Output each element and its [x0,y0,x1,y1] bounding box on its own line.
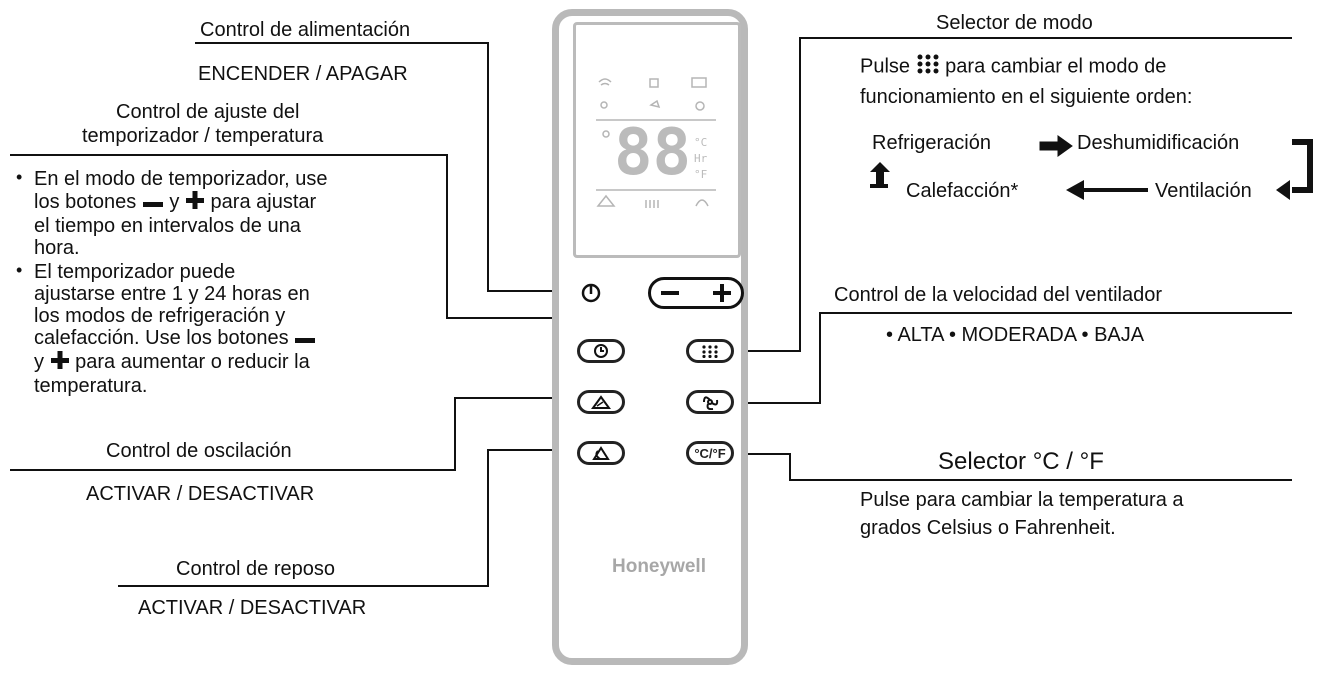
arrow-up-base [870,184,888,188]
sleep-icon [592,446,610,460]
arrow-up-icon [870,162,890,184]
power-connector [195,42,578,292]
mode-button[interactable] [686,339,734,363]
timer-bullet-2: El temporizador puede ajustarse entre 1 … [14,259,434,397]
timer-bullet-1-line-4: hora. [34,237,80,259]
timer-bullet-2-line-2: ajustarse entre 1 y 24 horas en [34,283,310,305]
timer-title-line1: Control de ajuste del [116,101,300,123]
timer-bullet-2-line-3: los modos de refrigeración y [34,305,286,327]
remote-display [573,22,741,258]
power-button[interactable] [580,282,602,304]
mode-desc-line2: funcionamiento en el siguiente orden: [860,86,1193,108]
display-battery-icon [691,77,707,88]
swing-connector [10,397,588,471]
mode-seq-dehumidify: Deshumidificación [1077,132,1240,154]
minus-icon [294,328,316,350]
mode-desc-line1: Pulse para cambiar el modo de [860,53,1166,81]
swing-button[interactable] [577,390,625,414]
display-digits: 88 [614,116,692,190]
display-wifi-icon [598,78,612,86]
timer-bullet-1-text-c: para ajustar [210,190,317,213]
mode-desc-a: Pulse [860,55,911,78]
mode-desc-b: para cambiar el modo de [945,55,1167,78]
fan-speed-button[interactable] [686,390,734,414]
display-lock-icon [649,78,659,88]
display-drop-icon [695,101,705,111]
timer-bullet-2-line-6: temperatura. [34,374,148,397]
timer-bullet-2-line-5: y para aumentar o reducir la [34,350,434,375]
unit-connector [725,453,1292,481]
mode-dots-icon [916,53,940,81]
sleep-subtitle: ACTIVAR / DESACTIVAR [138,597,367,619]
mode-dots-icon [702,345,718,358]
display-unit-hr: Hr [694,152,708,165]
minus-icon [142,192,164,214]
display-sleep-icon [695,199,709,207]
display-unit-c: °C [694,136,708,149]
arrow-left-head-icon [1276,180,1290,200]
timer-title-line2: temporizador / temperatura [82,125,324,147]
arrow-left-icon [1066,180,1084,200]
fan-icon [703,396,719,410]
brand-logo: Honeywell [612,556,706,577]
sleep-connector [118,449,578,587]
timer-bullet-1-line-2: los botones y para ajustar [34,190,434,215]
display-clock-icon [602,130,610,138]
sleep-title: Control de reposo [176,558,335,580]
clock-icon [594,344,608,358]
timer-bullet-1: En el modo de temporizador, use los boto… [14,166,434,259]
mode-seq-cooling: Refrigeración [872,132,991,154]
fan-speeds: • ALTA • MODERADA • BAJA [886,324,1145,346]
timer-bullet-2-text-5a: y [34,350,44,373]
plus-icon [50,350,70,375]
timer-bullet-1-text-a: los botones [34,190,137,213]
timer-bullets: En el modo de temporizador, use los boto… [14,166,434,399]
fan-connector [725,312,1292,404]
plus-icon [185,190,205,215]
power-subtitle: ENCENDER / APAGAR [198,63,408,85]
timer-bullet-1-text-b: y [169,190,180,213]
timer-bullet-2-line-4: calefacción. Use los botones [34,327,434,350]
display-fan-icon [649,99,661,109]
display-swing-icon [596,194,616,207]
timer-bullet-1-line-1: En el modo de temporizador, use [34,168,328,190]
unit-desc-line1: Pulse para cambiar la temperatura a [860,489,1184,511]
sleep-button[interactable] [577,441,625,465]
cycle-down-line [1292,139,1313,193]
unit-desc-line2: grados Celsius o Fahrenheit. [860,517,1116,539]
mode-sequence-arrows [870,135,1313,200]
minus-button-icon [661,291,679,295]
unit-title: Selector °C / °F [938,448,1104,475]
display-unit-f: °F [694,168,708,181]
swing-icon [591,395,611,409]
swing-subtitle: ACTIVAR / DESACTIVAR [86,483,315,505]
mode-connector [725,37,1292,352]
display-snow-icon [600,101,608,109]
timer-bullet-2-line-1: El temporizador puede [34,261,236,283]
mode-seq-fan: Ventilación [1155,180,1252,202]
mode-seq-heat: Calefacción* [906,180,1019,202]
display-bars-icon [645,200,659,208]
timer-button[interactable] [577,339,625,363]
swing-title: Control de oscilación [106,440,292,462]
temp-minus-plus-button[interactable] [648,277,744,309]
timer-bullet-2-text-4: calefacción. Use los botones [34,327,289,349]
mode-title: Selector de modo [936,12,1093,34]
power-title: Control de alimentación [200,19,411,41]
unit-toggle-button[interactable]: °C/°F [686,441,734,465]
arrow-right-icon [1039,135,1073,157]
timer-bullet-2-text-5b: para aumentar o reducir la [75,350,310,373]
display-icons [596,77,716,208]
timer-bullet-1-line-3: el tiempo en intervalos de una [34,215,301,237]
fan-title: Control de la velocidad del ventilador [834,284,1162,306]
